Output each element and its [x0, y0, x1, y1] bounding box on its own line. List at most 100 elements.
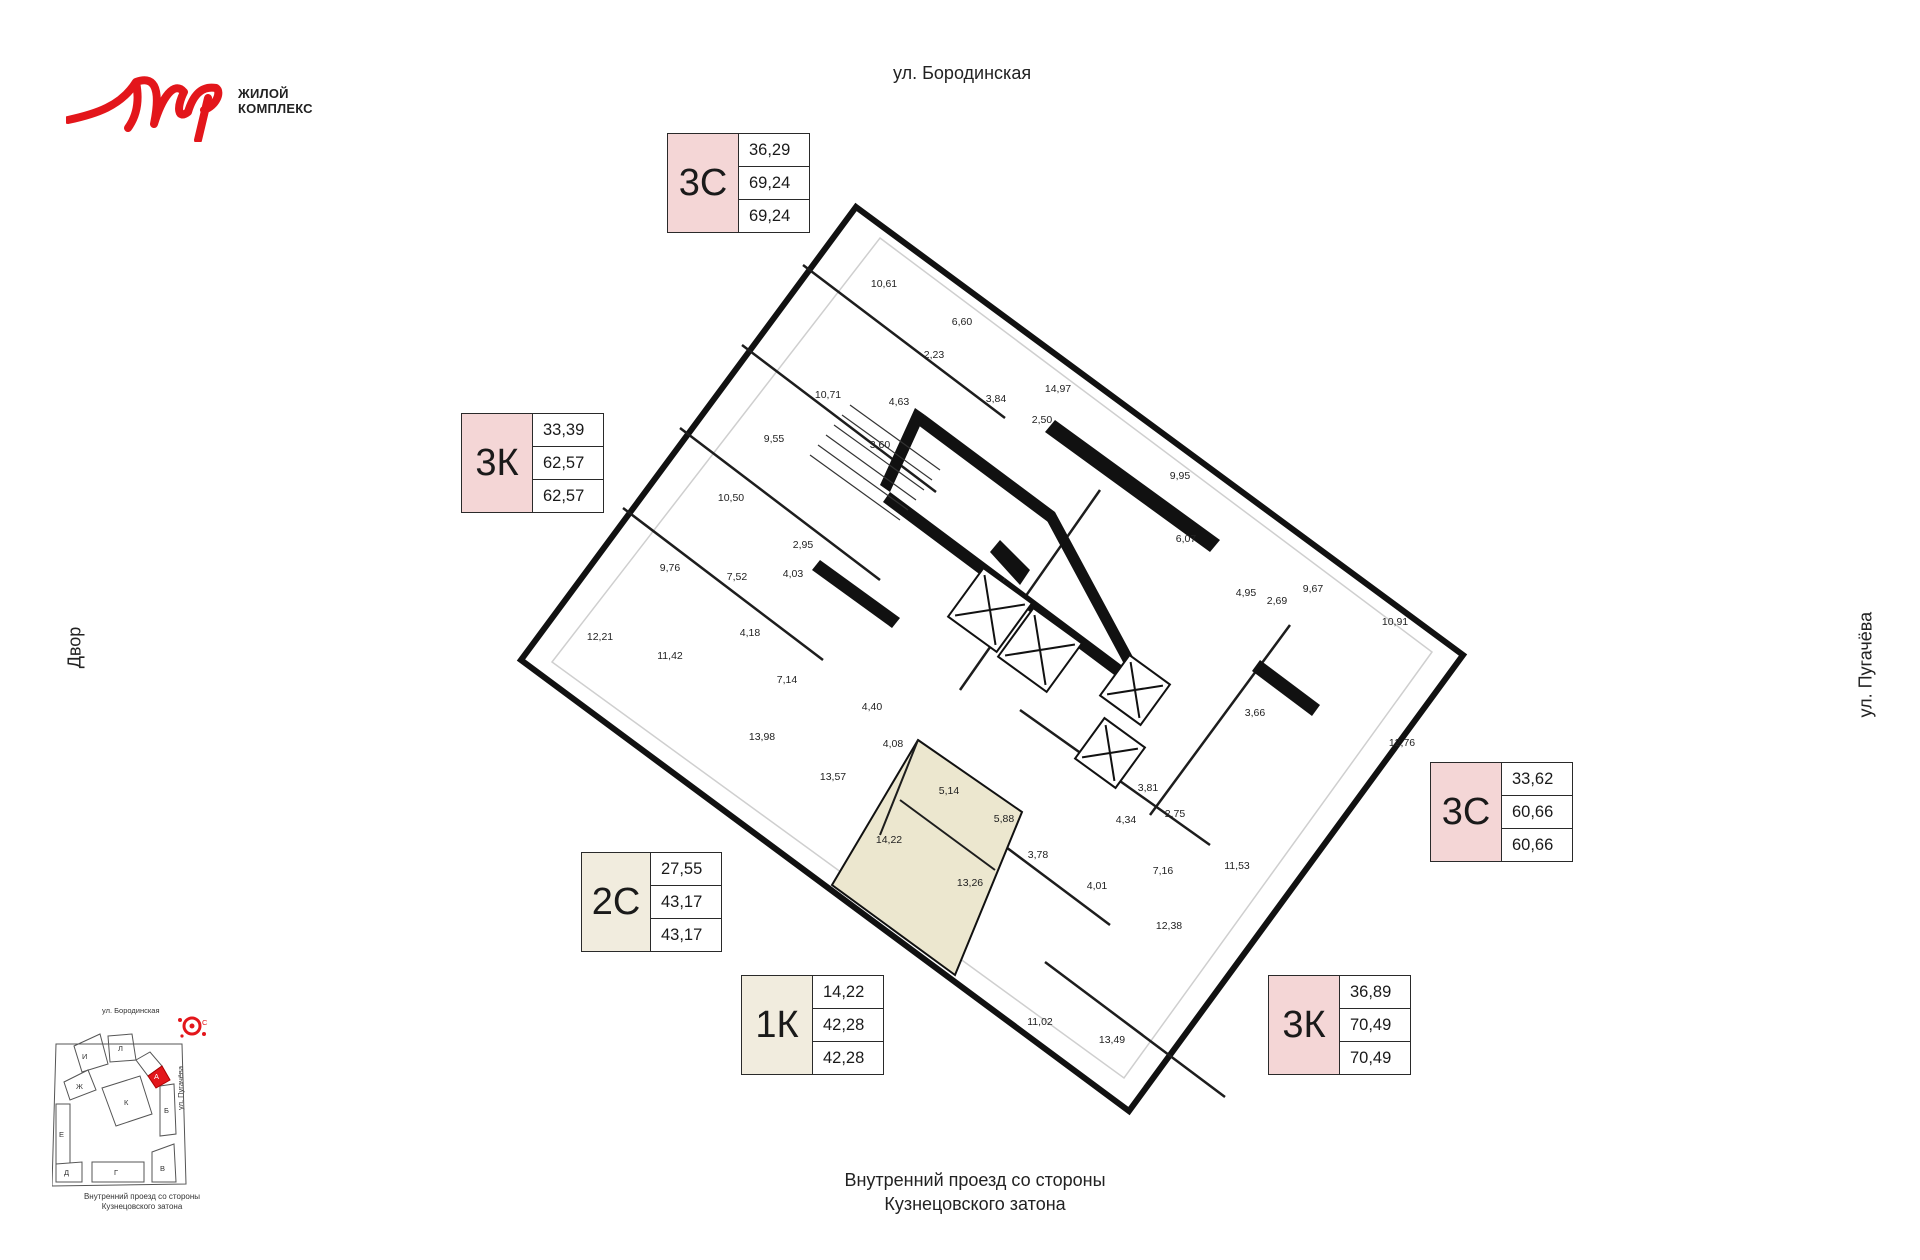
- room-label: 7,16: [1153, 865, 1174, 877]
- total-area-with-balcony: 43,17: [661, 925, 703, 944]
- room-label: 4,08: [883, 738, 904, 750]
- apartment-type: 1К: [742, 976, 813, 1074]
- room-label: 13,26: [957, 877, 983, 889]
- total-area-with-balcony: 62,57: [543, 486, 585, 505]
- keyplan-section-label: Ж: [76, 1082, 83, 1091]
- apartment-card-1k[interactable]: 1К 14,22 42,28 42,28: [741, 975, 884, 1075]
- apartment-card-3k-west[interactable]: 3К 33,39 62,57 62,57: [461, 413, 604, 513]
- logo-line1: ЖИЛОЙ: [238, 86, 289, 101]
- room-label: 12,76: [1389, 737, 1415, 749]
- room-label: 11,53: [1224, 860, 1250, 872]
- apartment-type: 3С: [668, 134, 739, 232]
- keyplan-section-label: Е: [59, 1130, 65, 1139]
- compass-north-label: С: [202, 1018, 208, 1027]
- keyplan-caption: Внутренний проезд со стороны Кузнецовско…: [52, 1192, 232, 1212]
- living-area: 36,29: [739, 134, 809, 167]
- room-label: 5,88: [994, 813, 1015, 825]
- room-label: 6,07: [1176, 533, 1197, 545]
- room-label: 6,60: [952, 316, 973, 328]
- room-label: 4,63: [889, 396, 910, 408]
- room-label: 10,91: [1382, 616, 1408, 628]
- total-area: 69,24: [739, 167, 809, 200]
- room-label: 3,81: [1138, 782, 1159, 794]
- room-label: 13,98: [749, 731, 775, 743]
- apartment-type: 3К: [1269, 976, 1340, 1074]
- room-label: 4,34: [1116, 814, 1137, 826]
- apartment-areas: 33,39 62,57 62,57: [533, 414, 603, 512]
- room-label: 7,52: [727, 571, 748, 583]
- apartment-areas: 27,55 43,17 43,17: [651, 853, 721, 951]
- core-shafts: [946, 566, 1172, 790]
- room-label: 4,95: [1236, 587, 1257, 599]
- apartment-card-3k-south[interactable]: 3К 36,89 70,49 70,49: [1268, 975, 1411, 1075]
- total-area: 42,28: [813, 1009, 883, 1042]
- building-outline: [516, 202, 1468, 1116]
- room-label: 3,84: [986, 393, 1007, 405]
- room-label: 4,03: [783, 568, 804, 580]
- total-area: 62,57: [533, 447, 603, 480]
- keyplan-street-top: ул. Бородинская: [102, 1006, 160, 1015]
- apartment-card-3c-north[interactable]: 3С 36,29 69,24 69,24: [667, 133, 810, 233]
- apartment-areas: 14,22 42,28 42,28: [813, 976, 883, 1074]
- logo-subtitle: ЖИЛОЙ КОМПЛЕКС: [238, 86, 313, 116]
- room-label: 2,75: [1165, 808, 1186, 820]
- room-label: 9,55: [764, 433, 785, 445]
- room-label: 10,71: [815, 389, 841, 401]
- room-label: 4,01: [1087, 880, 1108, 892]
- room-label: 11,42: [657, 650, 683, 662]
- room-label: 13,57: [820, 771, 846, 783]
- total-area-with-balcony: 60,66: [1512, 835, 1554, 854]
- keyplan-section-label: Д: [64, 1168, 70, 1177]
- room-label: 11,02: [1027, 1016, 1053, 1028]
- room-label: 4,40: [862, 701, 883, 713]
- room-label: 9,67: [1303, 583, 1324, 595]
- room-label: 3,66: [1245, 707, 1266, 719]
- room-label: 10,61: [871, 278, 897, 290]
- room-label: 12,21: [587, 631, 613, 643]
- room-label: 2,50: [1032, 414, 1053, 426]
- apartment-type: 2С: [582, 853, 651, 951]
- apartment-card-2c[interactable]: 2С 27,55 43,17 43,17: [581, 852, 722, 952]
- total-area-with-balcony: 42,28: [823, 1048, 865, 1067]
- keyplan-map: [52, 1016, 206, 1187]
- keyplan-section-label: И: [82, 1052, 88, 1061]
- room-label: 4,18: [740, 627, 761, 639]
- room-label: 2,69: [1267, 595, 1288, 607]
- room-label: 2,23: [924, 349, 945, 361]
- apartment-type: 3С: [1431, 763, 1502, 861]
- room-label: 2,95: [793, 539, 814, 551]
- keyplan-section-label: Л: [118, 1044, 123, 1053]
- key-plan: ул. Бородинская ул. Пугачёва И Л А Ж К Б: [52, 1004, 252, 1234]
- street-north: ул. Бородинская: [893, 63, 1032, 83]
- keyplan-active-section: [147, 1065, 171, 1089]
- selected-apartment-1k: [830, 738, 1024, 977]
- room-label: 14,22: [876, 834, 902, 846]
- living-area: 33,62: [1502, 763, 1572, 796]
- total-area: 70,49: [1340, 1009, 1410, 1042]
- room-label: 7,14: [777, 674, 798, 686]
- room-area-labels: 10,61 6,60 2,23 3,84 14,97 2,50 10,71 4,…: [587, 278, 1415, 1046]
- room-label: 3,78: [1028, 849, 1049, 861]
- keyplan-section-label: К: [124, 1098, 129, 1107]
- apartment-partitions: [622, 264, 1292, 1098]
- street-south: Внутренний проезд со стороны Кузнецовско…: [780, 1168, 1170, 1216]
- room-label: 9,76: [660, 562, 681, 574]
- apartment-type: 3К: [462, 414, 533, 512]
- room-label: 5,14: [939, 785, 960, 797]
- keyplan-section-label: Б: [164, 1106, 169, 1115]
- room-label: 3,60: [870, 439, 891, 451]
- total-area: 43,17: [651, 886, 721, 919]
- living-area: 33,39: [533, 414, 603, 447]
- apartment-card-3c-east[interactable]: 3С 33,62 60,66 60,66: [1430, 762, 1573, 862]
- apartment-areas: 36,29 69,24 69,24: [739, 134, 809, 232]
- keyplan-caption-line2: Кузнецовского затона: [101, 1202, 183, 1211]
- total-area-with-balcony: 69,24: [749, 206, 791, 225]
- room-label: 10,50: [718, 492, 744, 504]
- street-south-line1: Внутренний проезд со стороны: [844, 1170, 1106, 1190]
- room-label: 12,38: [1156, 920, 1182, 932]
- keyplan-section-label: Г: [114, 1168, 119, 1177]
- keyplan-caption-line1: Внутренний проезд со стороны: [83, 1192, 201, 1201]
- keyplan-section-label: А: [154, 1072, 160, 1081]
- room-label: 9,95: [1170, 470, 1191, 482]
